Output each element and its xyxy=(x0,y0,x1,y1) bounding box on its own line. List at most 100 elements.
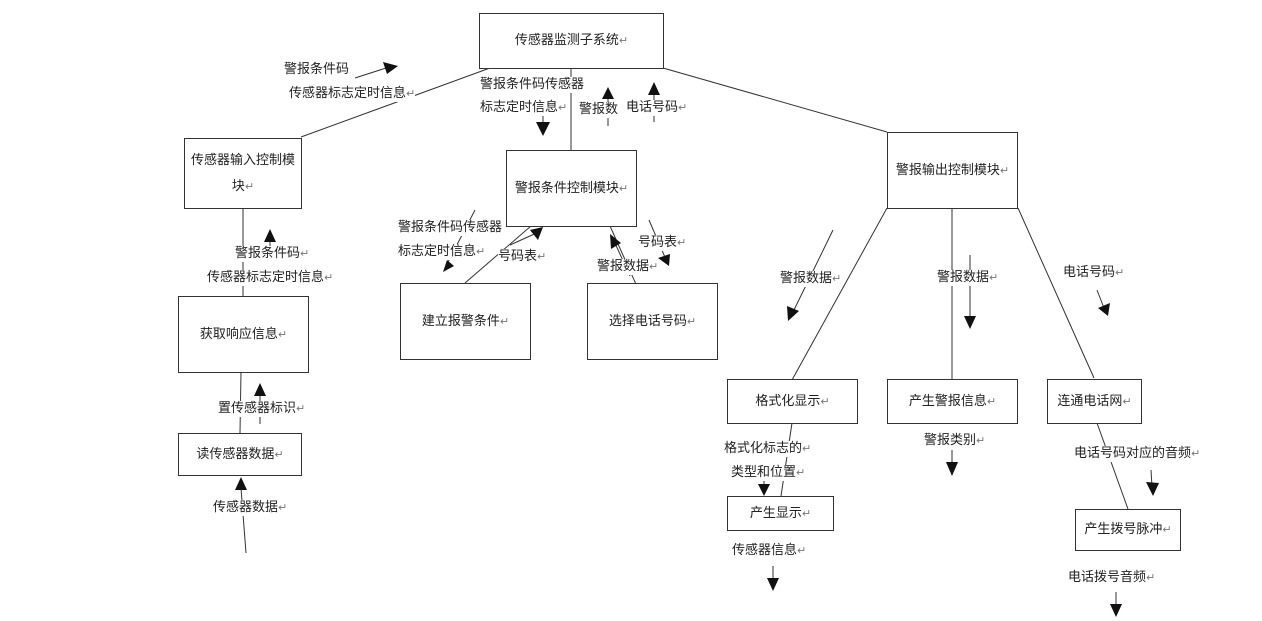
paragraph-mark: ↵ xyxy=(802,442,812,455)
module-get-response-text: 获取响应信息 xyxy=(199,326,278,342)
flow-label-text: 类型和位置 xyxy=(731,465,797,480)
flow-label-text: 号码表 xyxy=(498,249,538,264)
paragraph-mark: ↵ xyxy=(1146,571,1156,584)
module-produce-dial-box[interactable]: 产生拨号脉冲↵ xyxy=(1075,509,1181,551)
arrowheads xyxy=(235,62,1159,617)
flow-label: 警报数 xyxy=(579,102,619,118)
module-read-sensor-box[interactable]: 读传感器数据↵ xyxy=(178,433,302,476)
flow-label-text: 标志定时信息 xyxy=(480,100,559,115)
flow-label: 警报条件码 xyxy=(284,62,350,78)
module-produce-alarm-box[interactable]: 产生警报信息↵ xyxy=(887,379,1018,424)
module-select-phone-box[interactable]: 选择电话号码↵ xyxy=(587,283,718,360)
module-read-sensor-text: 读传感器数据 xyxy=(196,446,275,462)
flow-label: 传感器标志定时信息↵ xyxy=(289,86,416,102)
module-sensor-input-text: 传感器输入控制模块 xyxy=(190,152,295,194)
paragraph-mark: ↵ xyxy=(999,163,1010,177)
module-build-condition-box[interactable]: 建立报警条件↵ xyxy=(400,283,531,360)
flow-label: 号码表↵ xyxy=(498,249,547,265)
line-condition-select xyxy=(609,225,640,292)
flow-label: 标志定时信息↵ xyxy=(398,244,486,260)
paragraph-mark: ↵ xyxy=(986,394,997,408)
flow-label: 传感器标志定时信息↵ xyxy=(207,270,334,286)
flow-label: 警报条件码↵ xyxy=(235,246,310,262)
arrowhead-15 xyxy=(946,462,958,476)
flow-label: 电话号码↵ xyxy=(1063,265,1125,281)
arrowhead-3 xyxy=(602,87,614,99)
arrowhead-10 xyxy=(658,254,670,266)
arrowhead-2 xyxy=(536,122,550,136)
connector-lines xyxy=(239,67,1153,608)
module-get-response-box[interactable]: 获取响应信息↵ xyxy=(178,296,309,373)
flow-label-text: 传感器标志定时信息 xyxy=(289,86,407,101)
arrowhead-18 xyxy=(767,578,779,591)
paragraph-mark: ↵ xyxy=(296,402,306,415)
paragraph-mark: ↵ xyxy=(678,101,688,114)
paragraph-mark: ↵ xyxy=(476,245,486,258)
paragraph-mark: ↵ xyxy=(278,501,288,514)
flow-label-text: 警报条件码传感器 xyxy=(480,77,585,92)
module-connect-phone-text: 连通电话网 xyxy=(1057,393,1123,409)
flow-label-text: 标志定时信息 xyxy=(398,244,477,259)
flow-label-text: 警报条件码 xyxy=(235,246,301,261)
flow-label: 电话号码对应的音频↵ xyxy=(1074,446,1201,462)
line-output-format xyxy=(791,207,888,381)
paragraph-mark: ↵ xyxy=(832,272,842,285)
flow-label: 传感器信息↵ xyxy=(732,543,807,559)
paragraph-mark: ↵ xyxy=(677,236,687,249)
flow-label: 号码表↵ xyxy=(638,235,687,251)
module-produce-display-box[interactable]: 产生显示↵ xyxy=(727,496,834,531)
arrowhead-14 xyxy=(1098,303,1110,316)
module-alarm-output-box[interactable]: 警报输出控制模块↵ xyxy=(887,132,1018,209)
flow-label-text: 电话号码对应的音频 xyxy=(1074,446,1192,461)
arrowhead-7 xyxy=(235,477,247,490)
paragraph-mark: ↵ xyxy=(618,181,629,195)
module-select-phone-text: 选择电话号码 xyxy=(608,313,687,329)
paragraph-mark: ↵ xyxy=(300,247,310,260)
paragraph-mark: ↵ xyxy=(976,434,986,447)
paragraph-mark: ↵ xyxy=(649,260,659,273)
module-root-box[interactable]: 传感器监测子系统↵ xyxy=(479,13,664,69)
flow-label: 类型和位置↵ xyxy=(731,465,806,481)
module-alarm-output-text: 警报输出控制模块 xyxy=(895,162,1000,178)
arrowhead-8 xyxy=(443,260,454,272)
line-output-connect-phone xyxy=(1017,207,1095,379)
flow-label-text: 电话号码 xyxy=(1063,265,1116,280)
arrowhead-1 xyxy=(383,62,398,74)
arrowhead-5 xyxy=(264,229,276,242)
paragraph-mark: ↵ xyxy=(537,250,547,263)
line-root-sensor-input xyxy=(300,67,491,138)
module-produce-display-text: 产生显示 xyxy=(749,505,802,521)
paragraph-mark: ↵ xyxy=(1115,266,1125,279)
arrowhead-11 xyxy=(610,234,621,249)
flow-label: 警报数据↵ xyxy=(937,270,999,286)
flow-label-text: 传感器数据 xyxy=(213,500,279,515)
module-sensor-input-box[interactable]: 传感器输入控制模块↵ xyxy=(184,138,302,209)
flow-label-text: 警报数 xyxy=(579,102,619,117)
paragraph-mark: ↵ xyxy=(274,447,284,461)
arrowhead-12 xyxy=(787,306,799,321)
flow-label-text: 警报数据 xyxy=(597,259,650,274)
flow-label: 传感器数据↵ xyxy=(213,500,288,516)
paragraph-mark: ↵ xyxy=(686,314,697,328)
paragraph-mark: ↵ xyxy=(801,506,812,520)
flow-label-text: 警报条件码传感器 xyxy=(398,220,503,235)
flow-label-text: 警报数据 xyxy=(937,270,990,285)
line-root-alarm-output xyxy=(662,67,888,133)
module-alarm-condition-box[interactable]: 警报条件控制模块↵ xyxy=(506,150,637,227)
paragraph-mark: ↵ xyxy=(277,327,288,341)
paragraph-mark: ↵ xyxy=(989,271,999,284)
flow-label: 警报条件码传感器 xyxy=(480,77,585,93)
paragraph-mark: ↵ xyxy=(1162,523,1172,536)
module-alarm-condition-text: 警报条件控制模块 xyxy=(514,180,619,196)
flow-label-text: 警报类别 xyxy=(924,433,977,448)
module-connect-phone-box[interactable]: 连通电话网↵ xyxy=(1047,379,1142,424)
module-format-display-box[interactable]: 格式化显示↵ xyxy=(727,379,858,424)
flow-label-text: 置传感器标识 xyxy=(218,401,297,416)
paragraph-mark: ↵ xyxy=(244,179,255,193)
flow-label: 电话号码↵ xyxy=(626,100,688,116)
flow-label-text: 传感器信息 xyxy=(732,543,798,558)
paragraph-mark: ↵ xyxy=(406,87,416,100)
paragraph-mark: ↵ xyxy=(324,271,334,284)
paragraph-mark: ↵ xyxy=(797,544,807,557)
